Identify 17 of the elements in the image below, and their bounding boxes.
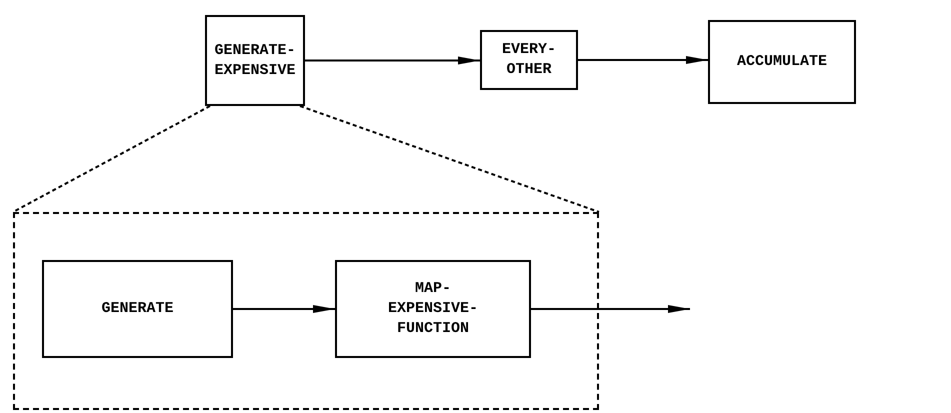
- process-box: [42, 260, 233, 358]
- process-box: [335, 260, 531, 358]
- box-label: MAP- EXPENSIVE- FUNCTION: [386, 279, 479, 339]
- zoom-line: [12, 105, 210, 213]
- arrow: [531, 305, 690, 313]
- arrow: [305, 56, 480, 64]
- process-box: [708, 20, 856, 104]
- zoom-frame: [13, 212, 599, 410]
- box-label: EVERY- OTHER: [500, 40, 557, 80]
- box-label: GENERATE- EXPENSIVE: [213, 40, 296, 80]
- zoom-line: [300, 105, 600, 213]
- arrow: [578, 56, 708, 64]
- process-box: [205, 15, 305, 106]
- box-label: ACCUMULATE: [736, 52, 828, 72]
- arrow: [233, 305, 335, 313]
- box-label: GENERATE: [100, 299, 174, 319]
- process-box: [480, 30, 578, 90]
